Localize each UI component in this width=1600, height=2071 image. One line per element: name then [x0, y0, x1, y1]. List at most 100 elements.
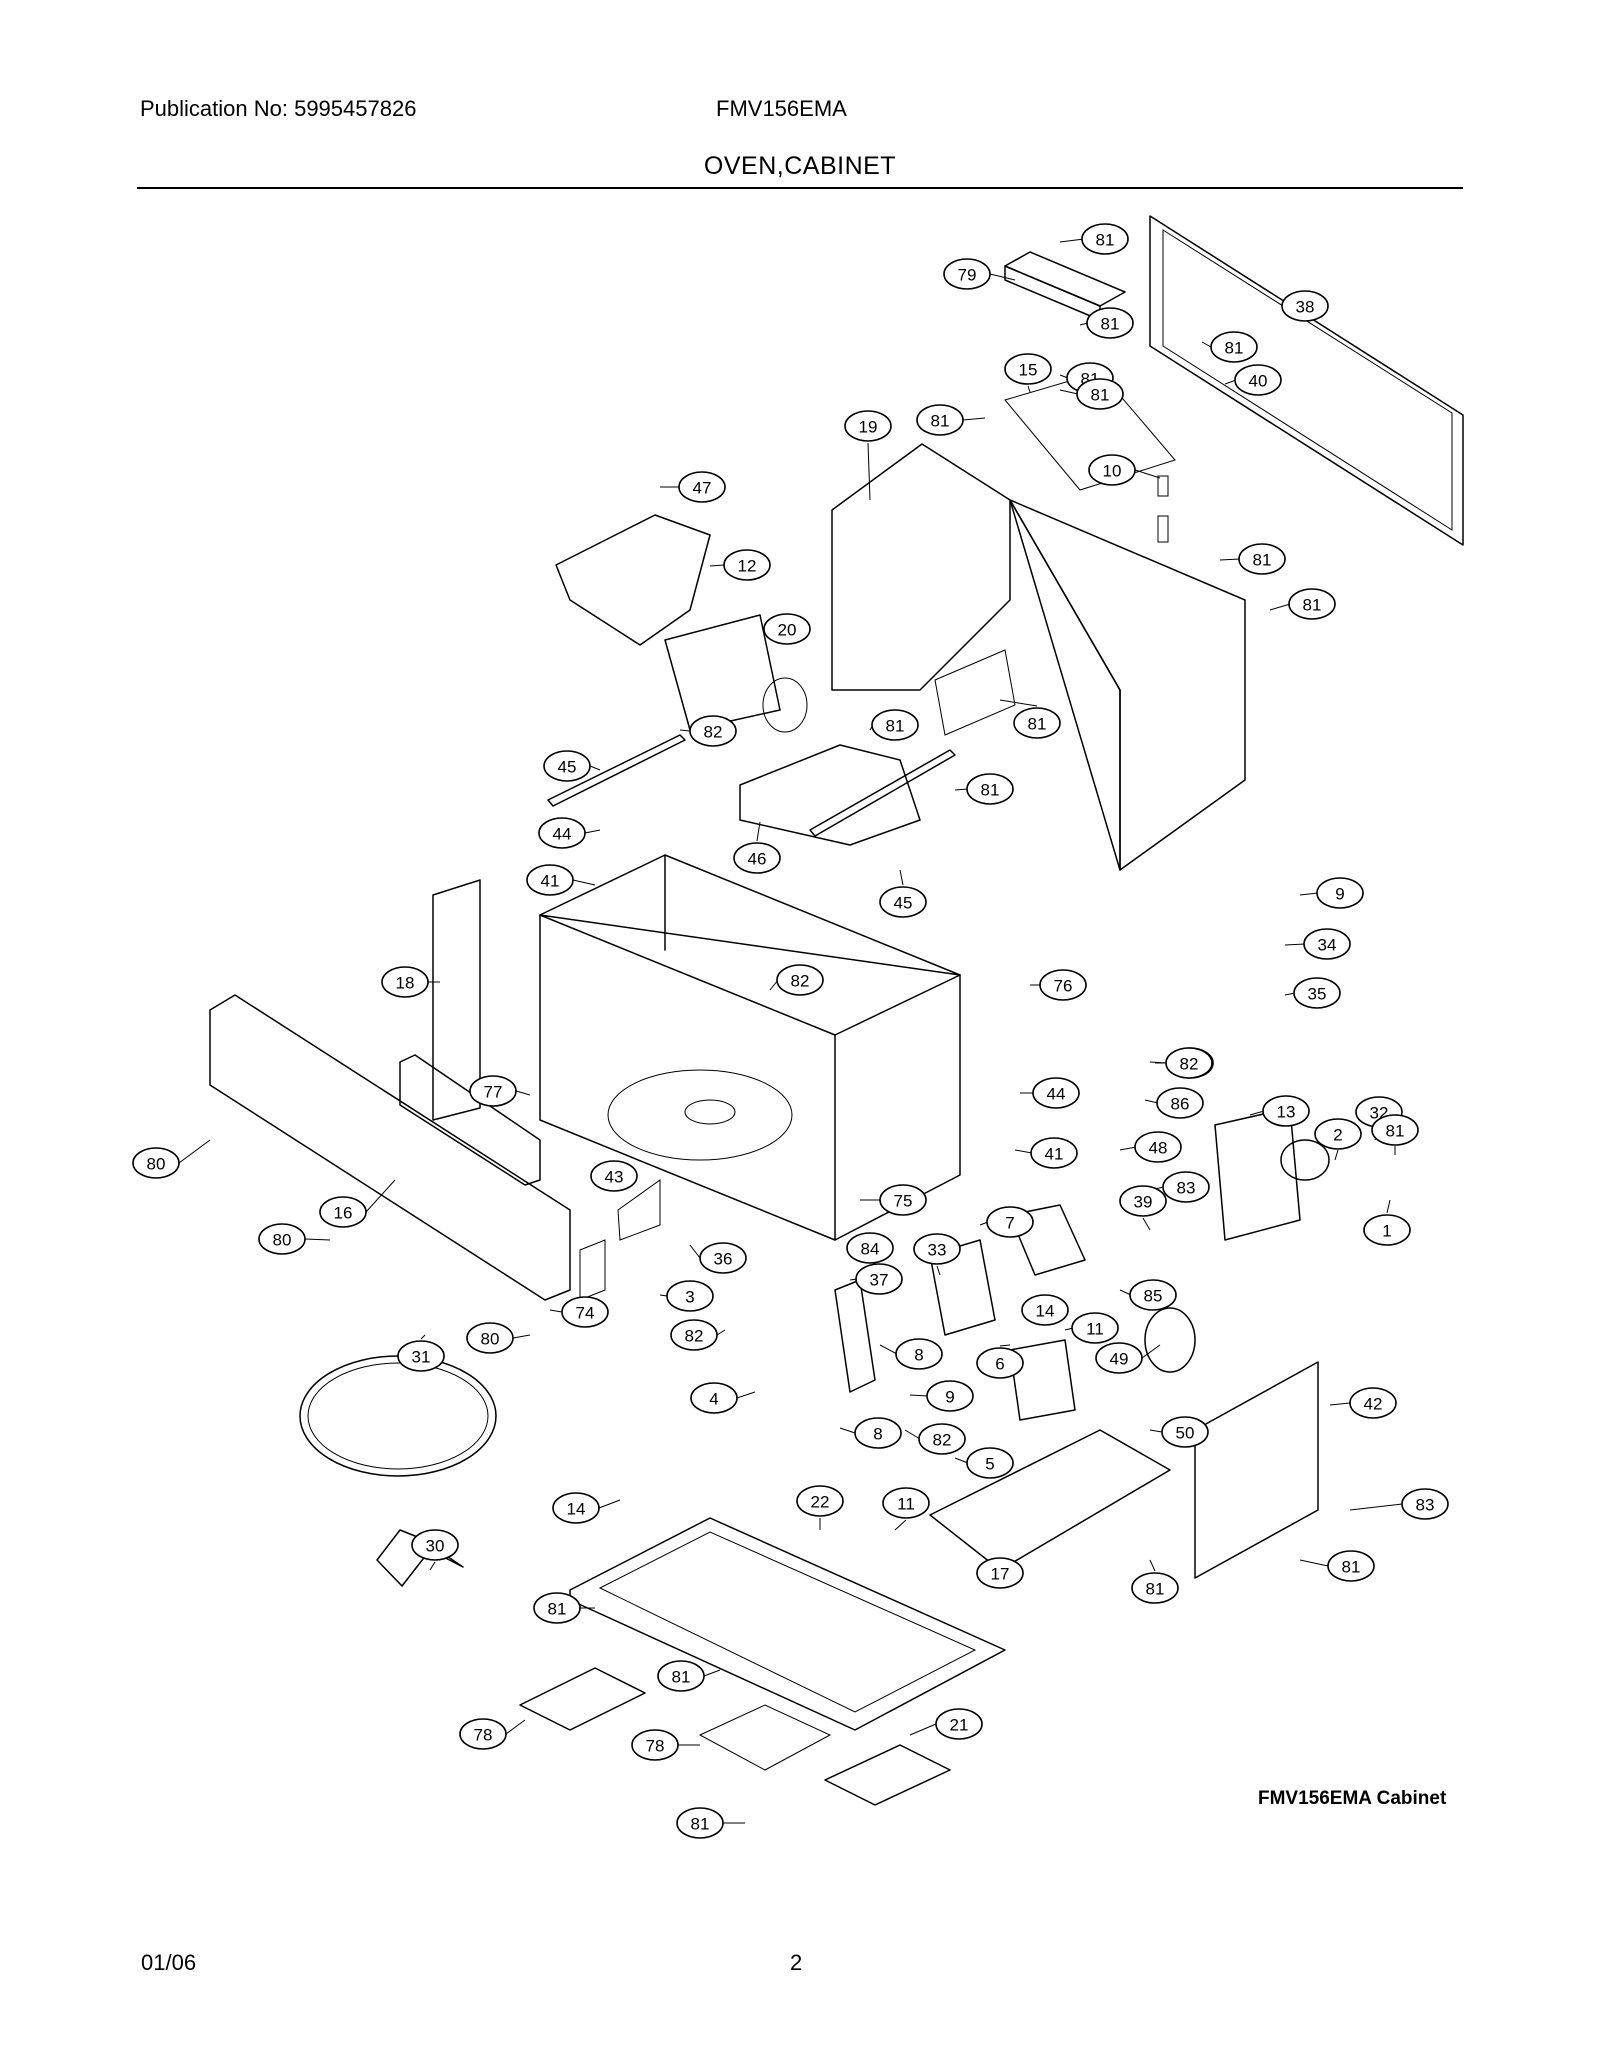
leader-line: [1014, 1149, 1033, 1154]
leader-line: [1201, 341, 1212, 348]
callout-5: 5: [966, 1447, 1014, 1479]
leader-line: [867, 442, 871, 501]
callout-label: 20: [778, 621, 797, 640]
callout-39: 39: [1119, 1185, 1167, 1217]
callout-label: 81: [1101, 315, 1120, 334]
callout-83: 83: [1162, 1171, 1210, 1203]
callout-41: 41: [526, 864, 574, 896]
leader-line: [1134, 469, 1161, 479]
callout-label: 86: [1171, 1095, 1190, 1114]
callout-81: 81: [1327, 1550, 1375, 1582]
callout-81: 81: [1371, 1114, 1419, 1146]
leader-line: [1299, 892, 1319, 896]
publication-number: Publication No: 5995457826: [140, 96, 417, 121]
callout-81: 81: [1131, 1572, 1179, 1604]
callout-label: 76: [1054, 977, 1073, 996]
callout-2: 2: [1314, 1118, 1362, 1150]
leader-line: [365, 1179, 396, 1213]
callout-label: 46: [748, 850, 767, 869]
callout-label: 48: [1149, 1139, 1168, 1158]
callout-81: 81: [966, 773, 1014, 805]
callout-label: 15: [1019, 361, 1038, 380]
leader-line: [1149, 1559, 1156, 1572]
callout-label: 85: [1144, 1287, 1163, 1306]
callout-81: 81: [1288, 588, 1336, 620]
leader-line: [1149, 1061, 1168, 1064]
callout-label: 81: [1225, 339, 1244, 358]
leader-line: [909, 1394, 929, 1397]
callout-1: 1: [1363, 1214, 1411, 1246]
callout-label: 50: [1176, 1424, 1195, 1443]
callout-82: 82: [776, 964, 824, 996]
callout-label: 80: [273, 1231, 292, 1250]
callout-80: 80: [466, 1322, 514, 1354]
callout-17: 17: [976, 1557, 1024, 1589]
callout-label: 11: [897, 1495, 915, 1514]
leader-line: [736, 1391, 756, 1399]
leader-line: [909, 1723, 937, 1736]
callout-label: 35: [1308, 985, 1327, 1004]
leader-line: [598, 1499, 621, 1509]
callout-label: 81: [1303, 596, 1322, 615]
callout-label: 7: [1005, 1214, 1014, 1233]
callout-44: 44: [1032, 1077, 1080, 1109]
callout-13: 13: [1262, 1095, 1310, 1127]
leader-line: [512, 1334, 531, 1339]
callout-label: 14: [567, 1500, 586, 1519]
callout-label: 11: [1086, 1320, 1104, 1339]
leader-line: [1299, 1559, 1329, 1567]
page-number: 2: [790, 1950, 803, 1975]
leader-line: [989, 273, 1016, 281]
callout-label: 78: [646, 1737, 665, 1756]
leader-line: [304, 1238, 331, 1241]
callout-11: 11: [882, 1487, 930, 1519]
callout-label: 4: [709, 1390, 718, 1409]
leader-line: [962, 417, 986, 421]
leader-line: [1329, 1402, 1351, 1406]
callout-label: 83: [1416, 1496, 1435, 1515]
leader-line: [1059, 238, 1085, 243]
leader-line: [1119, 1146, 1137, 1151]
callout-label: 8: [914, 1346, 923, 1365]
callout-label: 21: [950, 1716, 969, 1735]
callout-label: 81: [548, 1600, 567, 1619]
callout-label: 22: [811, 1493, 830, 1512]
header-rule: [137, 187, 1463, 189]
callout-label: 81: [672, 1668, 691, 1687]
leader-line: [689, 1244, 701, 1259]
callout-label: 84: [861, 1240, 880, 1259]
leader-line: [894, 1519, 907, 1531]
leader-line: [716, 1329, 726, 1336]
callout-74: 74: [561, 1296, 609, 1328]
callout-label: 6: [995, 1355, 1004, 1374]
callout-42: 42: [1349, 1387, 1397, 1419]
callout-82: 82: [1165, 1047, 1213, 1079]
leader-line: [1224, 379, 1237, 385]
callout-label: 83: [1177, 1179, 1196, 1198]
callout-14: 14: [552, 1492, 600, 1524]
callout-label: 43: [605, 1168, 624, 1187]
callout-9: 9: [926, 1380, 974, 1412]
callout-8: 8: [854, 1417, 902, 1449]
callout-44: 44: [538, 817, 586, 849]
callout-label: 79: [958, 266, 977, 285]
diagram-caption: FMV156EMA Cabinet: [1258, 1788, 1447, 1809]
section-title: OVEN,CABINET: [703, 152, 897, 180]
callout-label: 81: [1342, 1558, 1361, 1577]
callout-16: 16: [319, 1196, 367, 1228]
leader-line: [1219, 558, 1241, 561]
callout-label: 44: [1047, 1085, 1066, 1104]
callout-label: 41: [541, 872, 560, 891]
callout-label: 80: [481, 1330, 500, 1349]
callout-label: 78: [474, 1726, 493, 1745]
callout-7: 7: [986, 1206, 1034, 1238]
callout-label: 37: [870, 1271, 889, 1290]
callout-label: 81: [981, 781, 1000, 800]
leader-line: [756, 821, 761, 842]
callout-20: 20: [763, 613, 811, 645]
callout-18: 18: [381, 966, 429, 998]
callout-label: 81: [1096, 231, 1115, 250]
callout-label: 19: [859, 418, 878, 437]
callout-81: 81: [1076, 378, 1124, 410]
